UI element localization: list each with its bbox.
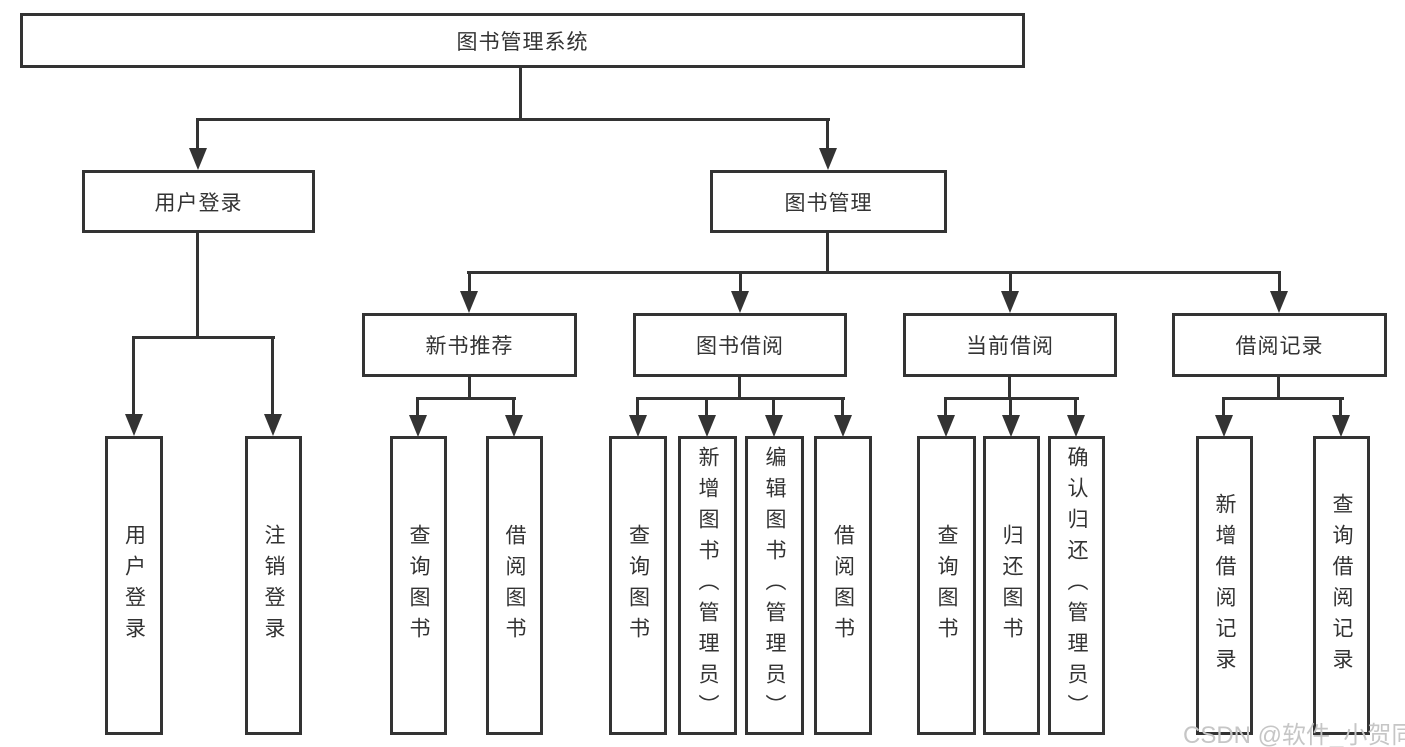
connector-line	[1222, 400, 1225, 416]
leaf-label: 新增借阅记录	[1213, 492, 1236, 679]
leaf-label: 归还图书	[1000, 523, 1023, 648]
node-label: 用户登录	[154, 191, 243, 215]
leaf-borrow-books: 借阅图书	[814, 436, 872, 735]
arrow-down-icon	[505, 415, 523, 437]
leaf-add-books-admin: 新增图书（管理员）	[678, 436, 737, 735]
arrow-down-icon	[937, 415, 955, 437]
connector-line	[196, 121, 199, 152]
connector-line	[1277, 377, 1280, 400]
connector-line	[826, 121, 829, 152]
leaf-edit-books-admin: 编辑图书（管理员）	[745, 436, 804, 735]
node-label: 图书管理	[784, 191, 873, 215]
node-user-login: 用户登录	[82, 170, 315, 233]
arrow-down-icon	[629, 415, 647, 437]
arrow-down-icon	[460, 291, 478, 313]
connector-line	[1008, 377, 1011, 400]
leaf-add-borrow-record: 新增借阅记录	[1196, 436, 1253, 735]
leaf-label: 新增图书（管理员）	[696, 446, 719, 725]
leaf-label: 确认归还（管理员）	[1065, 446, 1088, 725]
leaf-label: 查询图书	[626, 523, 650, 648]
connector-line	[636, 397, 845, 400]
connector-line	[519, 68, 522, 121]
arrow-down-icon	[125, 414, 143, 436]
connector-line	[467, 271, 1281, 274]
leaf-label: 编辑图书（管理员）	[763, 446, 786, 725]
leaf-return-books: 归还图书	[983, 436, 1040, 735]
node-label: 借阅记录	[1235, 335, 1324, 358]
connector-line	[512, 400, 515, 416]
leaf-query-books-recommend: 查询图书	[390, 436, 447, 735]
leaf-label: 查询借阅记录	[1330, 492, 1353, 679]
connector-line	[1074, 400, 1077, 416]
leaf-label: 借阅图书	[503, 523, 526, 648]
arrow-down-icon	[1215, 415, 1233, 437]
arrow-down-icon	[1332, 415, 1350, 437]
connector-line	[738, 377, 741, 400]
leaf-user-login: 用户登录	[105, 436, 163, 735]
connector-line	[944, 400, 947, 416]
arrow-down-icon	[731, 291, 749, 313]
connector-line	[841, 400, 844, 416]
leaf-query-books-borrowing: 查询图书	[609, 436, 667, 735]
arrow-down-icon	[1001, 291, 1019, 313]
node-label: 图书借阅	[696, 335, 784, 358]
node-new-book-recommend: 新书推荐	[362, 313, 577, 377]
arrow-down-icon	[698, 415, 716, 437]
connector-line	[944, 397, 1079, 400]
connector-line	[416, 400, 419, 416]
node-label: 新书推荐	[425, 335, 514, 358]
node-borrowing-records: 借阅记录	[1172, 313, 1387, 377]
connector-line	[196, 118, 830, 121]
leaf-label: 用户登录	[122, 523, 146, 648]
leaf-query-borrow-record: 查询借阅记录	[1313, 436, 1370, 735]
leaf-logout: 注销登录	[245, 436, 302, 735]
leaf-borrow-books-recommend: 借阅图书	[486, 436, 543, 735]
arrow-down-icon	[264, 414, 282, 436]
leaf-confirm-return-admin: 确认归还（管理员）	[1048, 436, 1105, 735]
node-current-borrowing: 当前借阅	[903, 313, 1117, 377]
arrow-down-icon	[189, 148, 207, 170]
connector-line	[1278, 274, 1281, 293]
connector-line	[1339, 400, 1342, 416]
connector-line	[468, 377, 471, 400]
leaf-label: 注销登录	[262, 523, 285, 648]
node-book-management: 图书管理	[710, 170, 947, 233]
connector-line	[739, 274, 742, 293]
leaf-label: 借阅图书	[831, 523, 855, 648]
arrow-down-icon	[1270, 291, 1288, 313]
connector-line	[1009, 274, 1012, 293]
arrow-down-icon	[1002, 415, 1020, 437]
connector-line	[132, 336, 275, 339]
connector-line	[132, 339, 135, 416]
connector-line	[196, 233, 199, 338]
arrow-down-icon	[819, 148, 837, 170]
leaf-label: 查询图书	[407, 523, 430, 648]
node-book-borrowing: 图书借阅	[633, 313, 847, 377]
connector-line	[636, 400, 639, 416]
csdn-watermark: CSDN @软件_小贺同学	[1183, 722, 1405, 747]
connector-line	[1009, 400, 1012, 416]
connector-line	[826, 233, 829, 274]
connector-line	[772, 400, 775, 416]
leaf-label: 查询图书	[935, 523, 958, 648]
leaf-query-books-current: 查询图书	[917, 436, 976, 735]
node-label: 当前借阅	[966, 335, 1054, 358]
connector-line	[1222, 397, 1344, 400]
node-label: 图书管理系统	[456, 30, 589, 54]
node-library-system: 图书管理系统	[20, 13, 1025, 68]
connector-line	[271, 339, 274, 416]
arrow-down-icon	[834, 415, 852, 437]
arrow-down-icon	[409, 415, 427, 437]
arrow-down-icon	[765, 415, 783, 437]
connector-line	[416, 397, 516, 400]
arrow-down-icon	[1067, 415, 1085, 437]
connector-line	[705, 400, 708, 416]
connector-line	[468, 274, 471, 293]
